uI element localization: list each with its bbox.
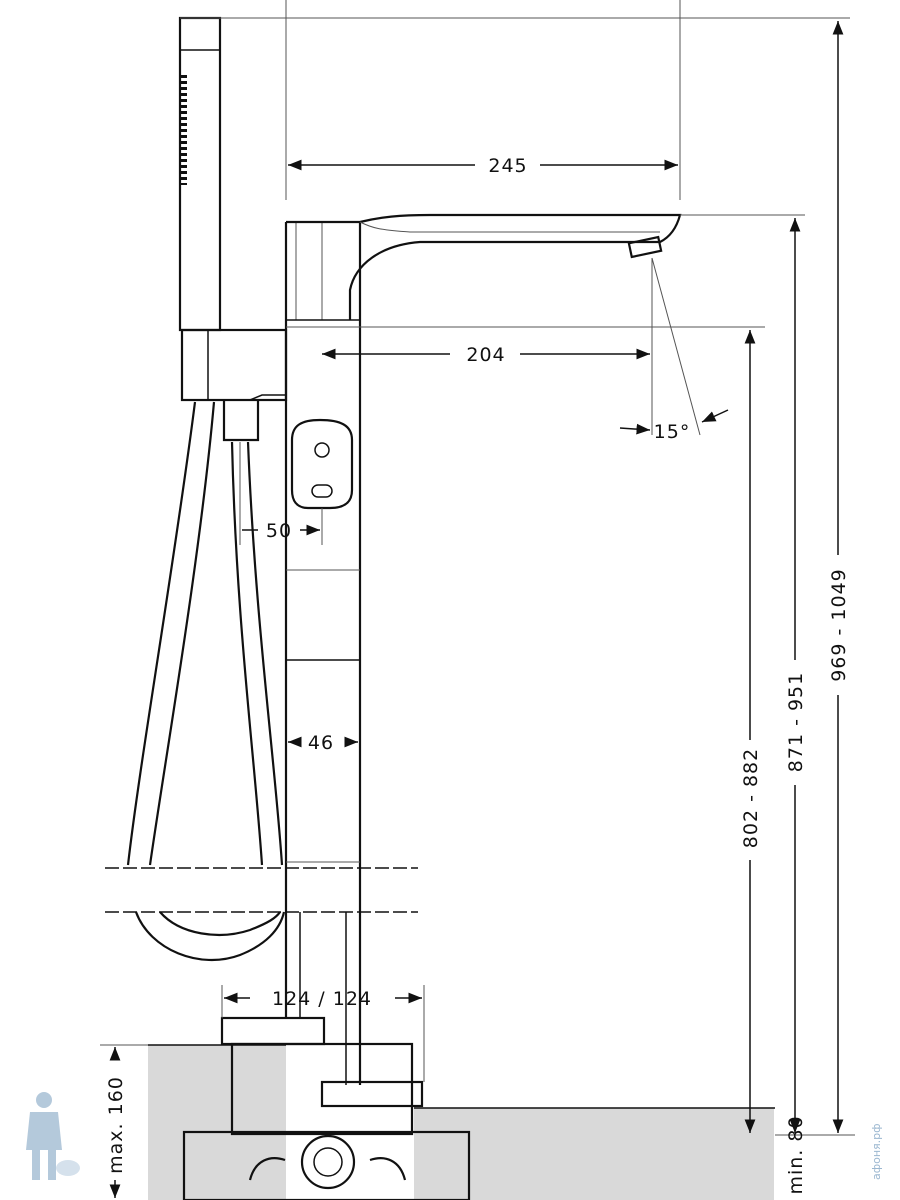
floor-section [148,1044,775,1200]
installation-box [182,1016,471,1200]
extension-lines [100,0,855,1136]
dim-spray-angle: 15° [619,409,729,443]
shower-hose [126,401,286,962]
section-break [105,867,418,913]
dim-min80-label: min. 80 [785,1115,807,1194]
hand-shower [178,16,288,442]
watermark-mascot [26,1092,80,1180]
dim-min-depth: min. 80 [785,1115,807,1194]
dim-height-spout-top: 871 - 951 [785,218,807,1133]
dim-50-label: 50 [266,520,292,542]
dim-204-label: 204 [466,344,505,366]
dim-max-depth: max. 160 [105,1047,127,1198]
dim-15deg-label: 15° [654,421,691,443]
dim-handle-offset: 50 [242,520,320,542]
dim-spout-reach: 245 [288,155,678,177]
watermark-text: афоня.рф [870,1123,883,1180]
faucet-column [284,222,362,1085]
dim-871-951-label: 871 - 951 [785,672,807,772]
dim-height-spout: 802 - 882 [740,330,762,1133]
mixer-handle [290,418,354,510]
dim-max160-label: max. 160 [105,1076,127,1174]
dim-body-width: 46 [288,732,358,754]
dim-46-label: 46 [308,732,334,754]
dim-rough-in: 124 / 124 [224,988,422,1010]
dim-245-label: 245 [488,155,527,177]
dim-802-882-label: 802 - 882 [740,748,762,848]
dim-spout-to-body: 204 [322,344,650,366]
dim-height-total: 969 - 1049 [828,21,850,1133]
faucet-spout [286,213,682,320]
dim-124-label: 124 / 124 [272,988,372,1010]
dim-969-1049-label: 969 - 1049 [828,568,850,682]
